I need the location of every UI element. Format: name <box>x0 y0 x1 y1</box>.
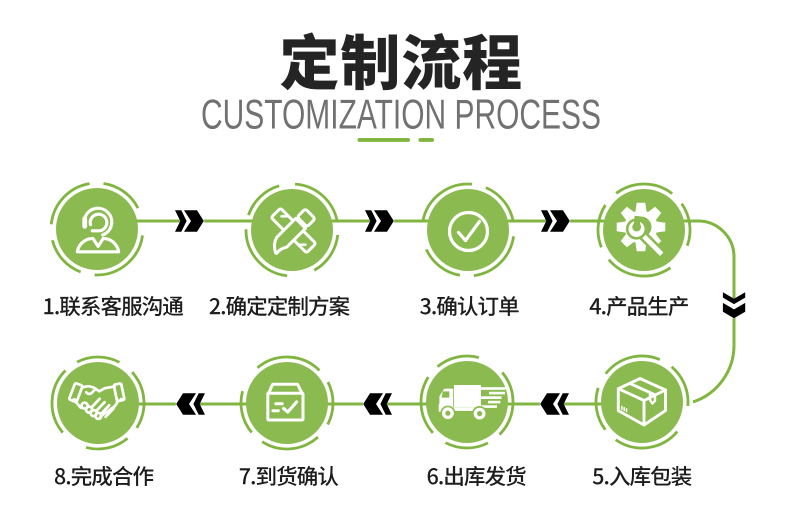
svg-text:CUSTOMIZATION PROCESS: CUSTOMIZATION PROCESS <box>201 91 601 138</box>
